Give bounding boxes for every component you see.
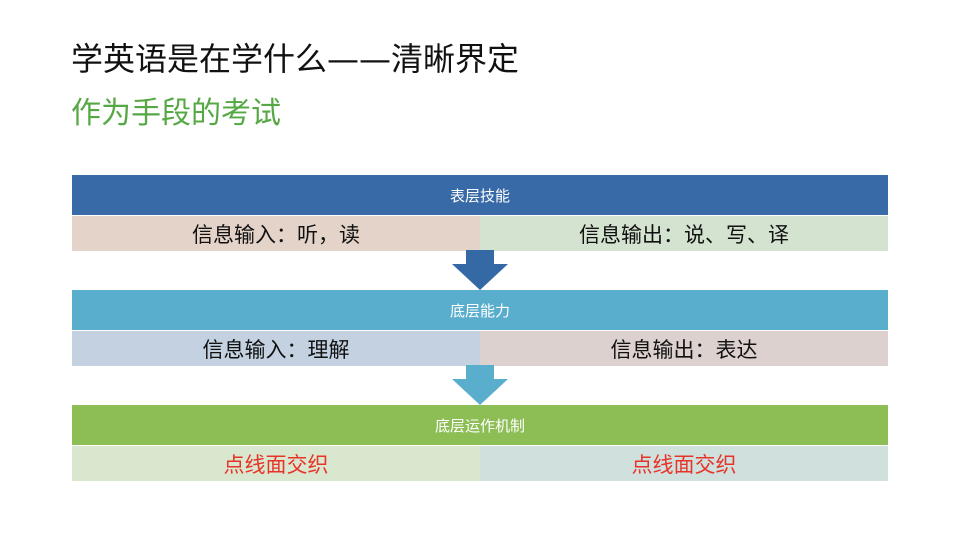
tier-underlying-mechanism-left-cell: 点线面交织 [72, 446, 480, 481]
tier-underlying-abilities-output-cell: 信息输出：表达 [480, 331, 888, 366]
arrow-shape-2 [452, 365, 508, 405]
down-arrow-icon [452, 365, 508, 405]
tier-surface-skills-row: 信息输入：听，读 信息输出：说、写、译 [72, 216, 888, 251]
tier-underlying-abilities-header: 底层能力 [72, 290, 888, 330]
tier-underlying-abilities-row: 信息输入：理解 信息输出：表达 [72, 331, 888, 366]
down-arrow-icon [452, 250, 508, 290]
tier-surface-skills-header: 表层技能 [72, 175, 888, 215]
tier-underlying-mechanism-header: 底层运作机制 [72, 405, 888, 445]
tier-surface-skills-input-cell: 信息输入：听，读 [72, 216, 480, 251]
tier-surface-skills-output-cell: 信息输出：说、写、译 [480, 216, 888, 251]
tier-underlying-abilities-input-cell: 信息输入：理解 [72, 331, 480, 366]
tier-surface-skills: 表层技能 信息输入：听，读 信息输出：说、写、译 [72, 175, 888, 251]
slide-subtitle: 作为手段的考试 [71, 96, 281, 131]
tier-underlying-abilities: 底层能力 信息输入：理解 信息输出：表达 [72, 290, 888, 366]
arrow-shape-1 [452, 250, 508, 290]
tier-underlying-mechanism: 底层运作机制 点线面交织 点线面交织 [72, 405, 888, 481]
tier-underlying-mechanism-row: 点线面交织 点线面交织 [72, 446, 888, 481]
slide-title: 学英语是在学什么——清晰界定 [71, 40, 520, 78]
tier-underlying-mechanism-right-cell: 点线面交织 [480, 446, 888, 481]
